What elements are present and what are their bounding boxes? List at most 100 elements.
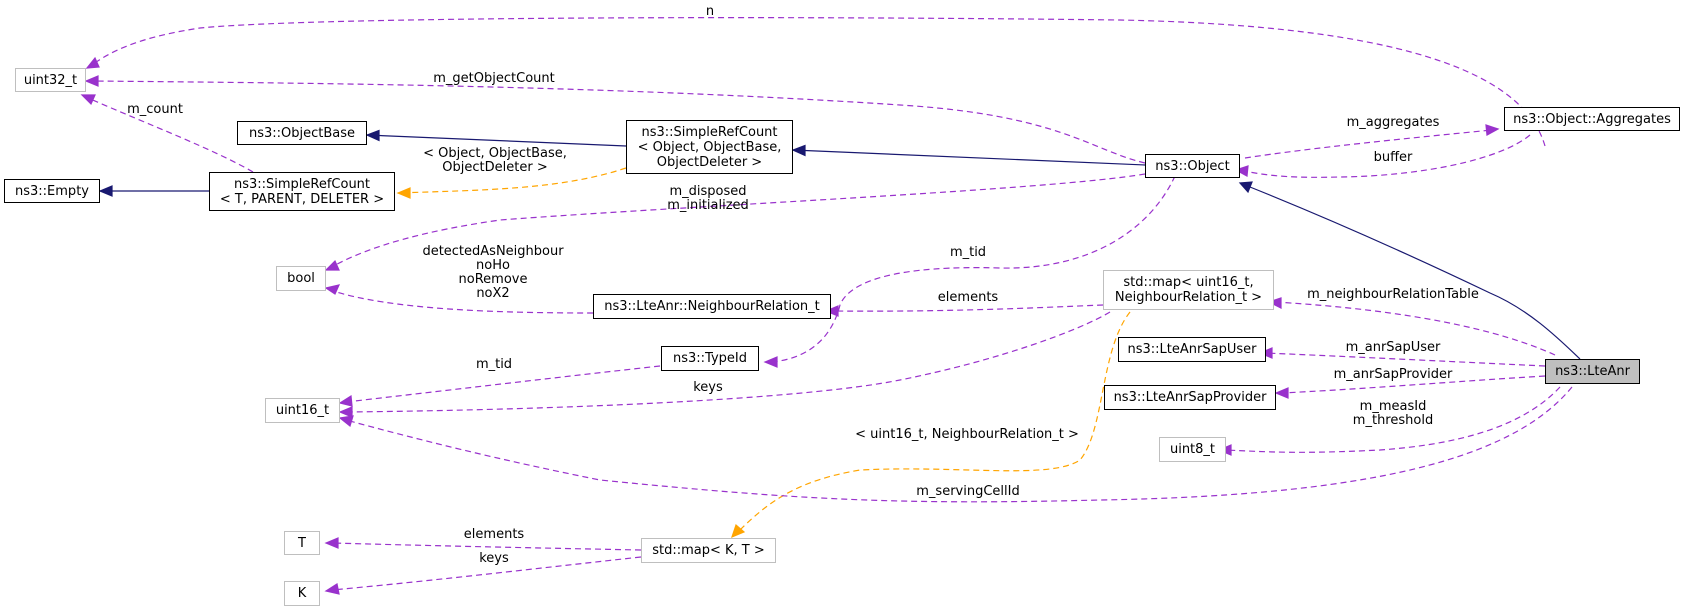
arrowhead — [763, 356, 778, 368]
edge-label-line: detectedAsNeighbour — [422, 244, 564, 259]
edge-label-m-anrsapuser: m_anrSapUser — [1345, 340, 1441, 355]
arrowhead — [98, 185, 113, 197]
node-ns3-objectbase[interactable]: ns3::ObjectBase — [237, 121, 367, 145]
edge-m-tid-uint16 — [345, 365, 661, 403]
arrowhead — [85, 56, 100, 69]
node-label: bool — [287, 271, 315, 286]
node-lteanr-sap-user[interactable]: ns3::LteAnrSapUser — [1118, 337, 1266, 362]
edge-bool-members — [329, 289, 594, 314]
node-label-line: ns3::SimpleRefCount — [233, 176, 371, 192]
arrowhead — [365, 129, 380, 142]
arrowhead — [324, 259, 340, 271]
edge-label-keys-k: keys — [479, 551, 509, 566]
edge-label-template-map: < uint16_t, NeighbourRelation_t > — [855, 427, 1079, 442]
edge-objectbase-to-simplerefcount-obj — [366, 134, 627, 147]
node-uint32-t: uint32_t — [15, 68, 86, 92]
arrowhead — [324, 284, 341, 295]
node-ns3-lteanr[interactable]: ns3::LteAnr — [1545, 359, 1640, 384]
arrowhead — [338, 394, 353, 407]
node-simplerefcount-object[interactable]: ns3::SimpleRefCount< Object, ObjectBase,… — [626, 120, 793, 174]
edge-label-m-aggregates: m_aggregates — [1346, 115, 1440, 130]
edge-meas — [1224, 386, 1561, 453]
arrowhead — [791, 144, 806, 157]
edge-label-n: n — [705, 4, 715, 19]
node-label: ns3::LteAnr — [1555, 364, 1630, 379]
node-object-aggregates[interactable]: ns3::Object::Aggregates — [1504, 107, 1680, 131]
edge-label-line: < Object, ObjectBase, — [423, 146, 567, 161]
node-label: ns3::ObjectBase — [248, 125, 356, 141]
node-ns3-object[interactable]: ns3::Object — [1145, 154, 1240, 178]
edge-buffer — [1239, 134, 1531, 178]
edge-m-getobjectcount — [91, 80, 1146, 164]
edge-label-line: noHo — [476, 258, 510, 273]
arrowhead — [338, 415, 354, 428]
edge-elements-relation — [831, 304, 1104, 312]
edge-m-anrsapprovider — [1281, 375, 1546, 394]
node-label: ns3::Empty — [15, 183, 89, 199]
edge-object-to-lteanr — [1244, 184, 1581, 360]
edge-template-map — [739, 311, 1131, 531]
edge-label-buffer: buffer — [1373, 150, 1413, 165]
node-label: ns3::LteAnr::NeighbourRelation_t — [604, 299, 820, 314]
edge-m-aggregates — [1244, 129, 1493, 159]
edge-label-elements-relation: elements — [937, 290, 999, 305]
node-label-line: NeighbourRelation_t > — [1114, 290, 1263, 305]
arrowhead — [1258, 347, 1273, 359]
edge-label-disposed: m_disposed m_initialized — [667, 185, 749, 213]
arrowhead — [1238, 181, 1253, 194]
node-std-map-uint16: std::map< uint16_t,NeighbourRelation_t > — [1103, 270, 1274, 310]
node-lteanr-sap-provider[interactable]: ns3::LteAnrSapProvider — [1104, 385, 1276, 410]
edge-keys-uint16 — [345, 311, 1111, 413]
edge-label-line: noRemove — [458, 272, 528, 287]
node-uint8-t: uint8_t — [1159, 437, 1226, 462]
edge-m-count — [87, 97, 254, 173]
edge-label-m-neighbourrelationtable: m_neighbourRelationTable — [1307, 287, 1479, 302]
edge-label-line: m_measId — [1359, 399, 1427, 414]
arrowhead — [1267, 297, 1282, 309]
edge-label-line: m_disposed — [669, 184, 747, 199]
edge-elements-t — [331, 542, 642, 551]
edge-m-anrsapuser — [1265, 352, 1546, 367]
edge-label-m-servingcellid: m_servingCellId — [916, 484, 1020, 499]
node-label: ns3::LteAnrSapUser — [1127, 342, 1257, 357]
node-std-map-kt: std::map< K, T > — [641, 538, 776, 563]
edge-simplerefcount-obj-to-object — [792, 149, 1146, 166]
edge-keys-k — [331, 556, 642, 591]
node-label-line: std::map< uint16_t, — [1123, 275, 1254, 290]
node-neighbour-relation[interactable]: ns3::LteAnr::NeighbourRelation_t — [593, 294, 831, 319]
edge-label-m-getobjectcount: m_getObjectCount — [433, 71, 555, 86]
edge-label-template-object: < Object, ObjectBase, ObjectDeleter > — [423, 147, 567, 175]
edge-label-elements-t: elements — [463, 527, 525, 542]
node-label: ns3::Object::Aggregates — [1513, 111, 1671, 127]
edge-label-m-tid-object: m_tid — [949, 245, 987, 260]
node-label: T — [298, 535, 306, 551]
edge-label-m-anrsapprovider: m_anrSapProvider — [1333, 367, 1453, 382]
edge-m-tid-object — [769, 175, 1176, 363]
node-label: uint16_t — [275, 403, 330, 418]
edge-label-m-tid-uint16: m_tid — [475, 357, 513, 372]
edge-label-keys-uint16: keys — [693, 380, 723, 395]
edge-n — [91, 17, 1546, 147]
node-ns3-empty[interactable]: ns3::Empty — [4, 179, 100, 203]
node-ns3-typeid[interactable]: ns3::TypeId — [661, 346, 759, 371]
node-t: T — [284, 531, 320, 555]
node-simplerefcount-t[interactable]: ns3::SimpleRefCount< T, PARENT, DELETER … — [209, 172, 395, 211]
node-label-line: ObjectDeleter > — [656, 154, 763, 170]
node-label-line: ns3::SimpleRefCount — [641, 124, 778, 140]
arrowhead — [324, 537, 339, 549]
arrowhead — [1274, 387, 1289, 399]
edge-label-m-count: m_count — [127, 102, 183, 117]
edge-label-meas: m_measId m_threshold — [1353, 400, 1433, 428]
edge-label-bool-members: detectedAsNeighbour noHo noRemove noX2 — [422, 245, 563, 301]
node-bool: bool — [276, 266, 326, 291]
node-label: ns3::Object — [1155, 158, 1230, 174]
arrowhead — [338, 406, 353, 418]
edge-label-line: ObjectDeleter > — [442, 160, 548, 175]
arrowhead — [1234, 165, 1249, 177]
arrowhead — [84, 75, 99, 87]
node-label-line: < Object, ObjectBase, — [637, 139, 782, 155]
edge-label-line: m_initialized — [667, 198, 749, 213]
node-label: ns3::LteAnrSapProvider — [1113, 390, 1267, 405]
edge-label-line: m_threshold — [1352, 413, 1434, 428]
